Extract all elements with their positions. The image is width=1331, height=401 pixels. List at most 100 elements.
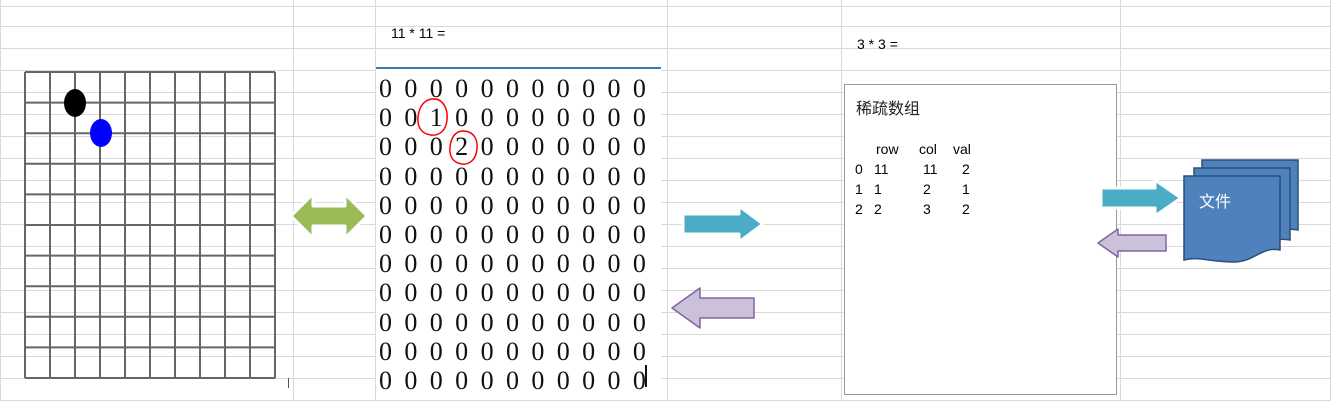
matrix-cell: 0	[582, 74, 596, 103]
matrix-cell: 0	[531, 336, 545, 366]
matrix-cell: 0	[379, 132, 392, 162]
matrix-cell: 0	[607, 307, 621, 337]
matrix-cell: 0	[556, 103, 570, 133]
forward-arrow-icon	[681, 204, 765, 243]
sparse-cell-val: 2	[962, 201, 970, 217]
matrix-cell: 0	[379, 103, 392, 133]
matrix-cell: 0	[455, 103, 469, 133]
matrix-cell: 0	[404, 249, 418, 279]
matrix-cell: 0	[379, 336, 392, 366]
matrix-cell: 0	[480, 365, 494, 395]
matrix-cell: 0	[531, 103, 545, 133]
matrix-cell: 0	[404, 336, 418, 366]
matrix-cell: 0	[404, 365, 418, 395]
matrix-cell: 0	[582, 307, 596, 337]
matrix-cell: 0	[505, 161, 519, 191]
header-col: col	[919, 141, 937, 157]
matrix-cell: 0	[429, 219, 443, 249]
matrix-cell: 0	[379, 249, 392, 279]
matrix-cell: 0	[582, 161, 596, 191]
matrix-cell: 0	[531, 219, 545, 249]
matrix-cell: 0	[505, 190, 519, 220]
matrix-cell: 0	[556, 74, 570, 103]
matrix-cell: 0	[556, 249, 570, 279]
go-board	[24, 71, 276, 379]
matrix-cell: 0	[455, 365, 469, 395]
sparse-cell-row: 1	[874, 181, 882, 197]
matrix-cell: 0	[404, 132, 418, 162]
matrix-cell: 0	[582, 336, 596, 366]
sparse-cell-row: 11	[874, 161, 889, 177]
matrix-cell: 0	[582, 365, 596, 395]
matrix-cell: 0	[607, 132, 621, 162]
matrix-cell: 0	[429, 278, 443, 308]
matrix-cell: 0	[404, 74, 418, 103]
matrix-cell: 0	[582, 219, 596, 249]
sparse-cell-col: 3	[923, 201, 931, 217]
matrix-cell: 0	[607, 219, 621, 249]
matrix-cell: 0	[505, 307, 519, 337]
matrix-cell: 0	[607, 336, 621, 366]
matrix-cell: 0	[582, 190, 596, 220]
cell-cursor-mark	[288, 378, 289, 388]
matrix-cell: 0	[531, 307, 545, 337]
matrix-cell: 0	[429, 132, 443, 162]
save-arrow-icon	[1099, 178, 1183, 218]
matrix-cell: 0	[556, 219, 570, 249]
matrix-cell: 0	[607, 278, 621, 308]
header-row: row	[876, 141, 899, 157]
sparse-cell-row: 2	[874, 201, 882, 217]
matrix-cell: 0	[480, 307, 494, 337]
matrix-cell: 0	[404, 219, 418, 249]
matrix-cell: 0	[379, 278, 392, 308]
file-document-icon	[1183, 159, 1299, 263]
matrix-cell: 0	[455, 190, 469, 220]
matrix-cell: 0	[505, 249, 519, 279]
highlight-circle-2	[449, 130, 478, 165]
backward-arrow-icon	[671, 287, 755, 329]
sparse-cell-col: 11	[923, 161, 938, 177]
matrix-cell: 0	[531, 249, 545, 279]
matrix-cell: 0	[556, 278, 570, 308]
matrix-cell: 0	[607, 190, 621, 220]
matrix-cell: 0	[379, 307, 392, 337]
sparse-cell-val: 2	[962, 161, 970, 177]
matrix-cell: 0	[632, 132, 646, 162]
matrix-cell: 0	[582, 249, 596, 279]
black-piece	[64, 89, 86, 117]
matrix-cell: 0	[429, 307, 443, 337]
matrix-cell: 0	[632, 278, 646, 308]
sparse-cell-col: 2	[923, 181, 931, 197]
matrix-cell: 0	[531, 190, 545, 220]
matrix-cell: 0	[505, 103, 519, 133]
matrix-cell: 0	[556, 365, 570, 395]
matrix-cell: 0	[505, 278, 519, 308]
matrix-cell: 0	[455, 336, 469, 366]
matrix-cell: 0	[632, 249, 646, 279]
board-grid-lines	[24, 71, 276, 379]
matrix-cell: 0	[404, 307, 418, 337]
matrix-cell: 0	[429, 336, 443, 366]
matrix-cell: 0	[480, 190, 494, 220]
matrix-cell: 0	[429, 74, 443, 103]
matrix-cell: 0	[404, 161, 418, 191]
matrix-cell: 0	[632, 307, 646, 337]
matrix-cell: 0	[480, 278, 494, 308]
matrix-cell: 0	[556, 336, 570, 366]
matrix-cell: 0	[556, 132, 570, 162]
header-val: val	[953, 141, 971, 157]
matrix-cell: 0	[582, 132, 596, 162]
matrix-cell: 0	[556, 307, 570, 337]
matrix-cell: 0	[455, 161, 469, 191]
matrix-cell: 0	[379, 219, 392, 249]
matrix-cell: 0	[429, 190, 443, 220]
matrix-cell: 0	[455, 307, 469, 337]
matrix-cell: 0	[582, 278, 596, 308]
matrix-cell: 0	[379, 74, 392, 103]
